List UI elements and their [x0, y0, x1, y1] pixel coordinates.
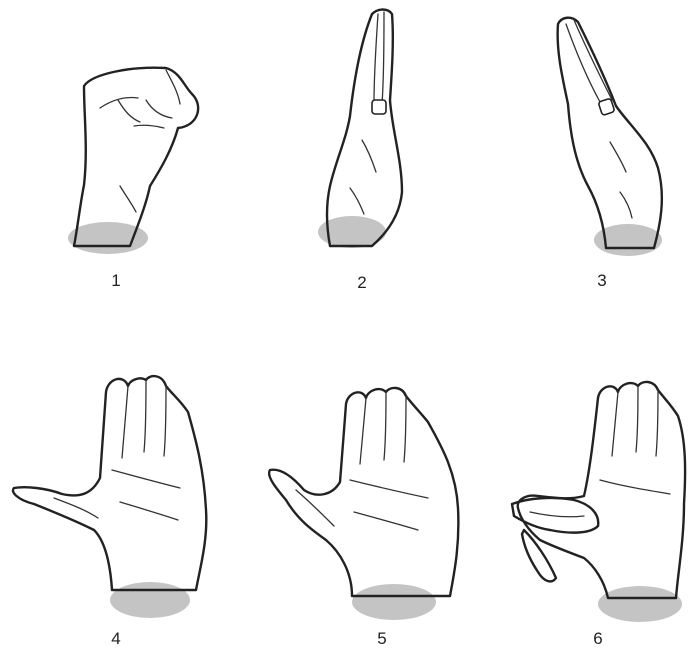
hand-pose-2: 2 [318, 10, 402, 293]
hand-pose-3: 3 [558, 18, 662, 290]
panel-label-6: 6 [593, 629, 602, 648]
hand-pose-6: 6 [512, 382, 685, 648]
panel-label-5: 5 [377, 629, 386, 648]
hand-pose-5: 5 [269, 388, 458, 648]
open-palm-thumb-extended-icon [13, 376, 206, 618]
flat-hand-side-tilted-icon [558, 18, 662, 256]
flat-hand-side-icon [318, 10, 402, 249]
hand-pose-1: 1 [68, 68, 198, 290]
panel-label-1: 1 [111, 271, 120, 290]
open-palm-thumb-out-icon [269, 388, 458, 620]
panel-label-3: 3 [597, 271, 606, 290]
panel-label-2: 2 [357, 273, 366, 292]
closed-fist-icon [68, 68, 198, 254]
panel-label-4: 4 [111, 629, 120, 648]
hand-pose-4: 4 [13, 376, 206, 648]
open-palm-thumb-across-icon [512, 382, 685, 622]
